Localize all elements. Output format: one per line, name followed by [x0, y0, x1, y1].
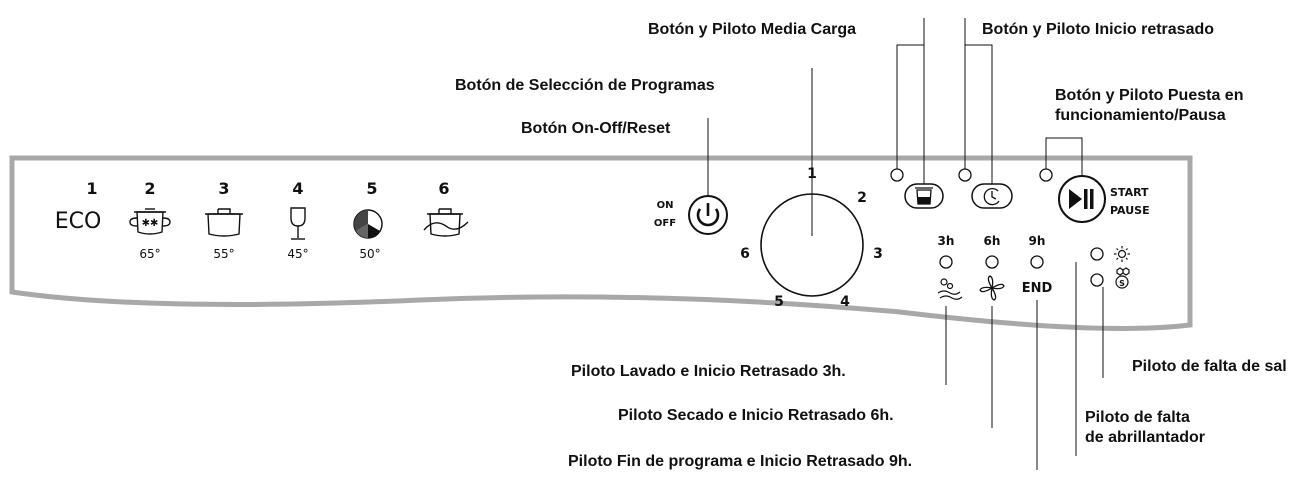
- delay-3h-label: 3h: [938, 234, 955, 248]
- pause-label: PAUSE: [1110, 204, 1150, 217]
- rinse-aid-pilot: [1090, 247, 1104, 261]
- callout-falta-abrillantador: Piloto de falta de abrillantador: [1085, 408, 1285, 448]
- wash-icon: [937, 278, 963, 300]
- end-pilot: [1030, 255, 1044, 269]
- delay-start-pilot: [958, 168, 972, 182]
- half-clock-icon: [353, 209, 383, 239]
- half-load-button[interactable]: [904, 183, 944, 209]
- callout-seleccion-programas: Botón de Selección de Programas: [455, 77, 715, 94]
- pot-normal-icon: [205, 208, 243, 237]
- delay-6h-label: 6h: [984, 234, 1001, 248]
- power-icon: [696, 208, 720, 227]
- callout-on-off-reset: Botón On-Off/Reset: [521, 120, 671, 137]
- callout-puesta-line1: Botón y Piloto Puesta en: [1055, 87, 1244, 104]
- on-off-button[interactable]: [688, 195, 728, 235]
- callout-falta-sal: Piloto de falta de sal: [1132, 358, 1287, 375]
- dial-number-4: 4: [840, 294, 850, 310]
- program-1-number: 1: [86, 179, 97, 198]
- end-label: END: [1022, 281, 1053, 296]
- salt-icon: [1115, 267, 1130, 289]
- callout-secado-6h: Piloto Secado e Inicio Retrasado 6h.: [618, 407, 894, 424]
- salt-pilot: [1090, 273, 1104, 287]
- play-pause-icon: [1069, 189, 1094, 209]
- dial-number-6: 6: [740, 246, 750, 262]
- start-pause-pilot: [1039, 168, 1053, 182]
- program-6-number: 6: [438, 179, 449, 198]
- fan-icon: [979, 275, 1005, 301]
- delay-start-button[interactable]: [971, 183, 1013, 209]
- callout-media-carga: Botón y Piloto Media Carga: [648, 21, 857, 38]
- callout-lavado-3h: Piloto Lavado e Inicio Retrasado 3h.: [571, 363, 846, 380]
- program-4-number: 4: [292, 179, 303, 198]
- sun-icon: [1114, 246, 1130, 262]
- callout-puesta-funcionamiento: Botón y Piloto Puesta en funcionamiento/…: [1055, 86, 1305, 126]
- on-label: ON: [657, 200, 674, 211]
- pot-rinse-icon: [423, 208, 469, 237]
- dial-number-2: 2: [857, 190, 867, 206]
- half-load-icon: [915, 187, 933, 205]
- program-2-number: 2: [144, 179, 155, 198]
- pot-intensive-icon: ✱✱: [129, 208, 171, 235]
- dial-number-3: 3: [873, 246, 883, 262]
- program-3-temp: 55°: [213, 247, 234, 261]
- dry-pilot: [985, 255, 999, 269]
- callout-inicio-retrasado: Botón y Piloto Inicio retrasado: [982, 21, 1215, 38]
- program-2-temp: 65°: [139, 247, 160, 261]
- clock-icon: [983, 187, 1000, 206]
- callout-fin-programa-9h: Piloto Fin de programa e Inicio Retrasad…: [568, 453, 913, 470]
- dial-number-5: 5: [774, 294, 784, 310]
- program-3-number: 3: [218, 179, 229, 198]
- program-eco-label: ECO: [55, 209, 102, 234]
- callout-lines: [707, 18, 1104, 470]
- svg-text:✱✱: ✱✱: [142, 218, 159, 229]
- panel-outline: [9, 155, 1193, 331]
- off-label: OFF: [654, 218, 676, 229]
- wash-pilot: [939, 255, 953, 269]
- salt-badge-letter: S: [1119, 279, 1125, 288]
- start-pause-button[interactable]: [1058, 175, 1106, 223]
- wine-glass-icon: [290, 207, 306, 240]
- program-4-temp: 45°: [287, 247, 308, 261]
- program-5-temp: 50°: [359, 247, 380, 261]
- callout-abrillantador-line1: Piloto de falta: [1085, 409, 1190, 426]
- delay-9h-label: 9h: [1029, 234, 1046, 248]
- start-label: START: [1110, 186, 1149, 199]
- program-5-number: 5: [366, 179, 377, 198]
- half-load-pilot: [890, 168, 904, 182]
- callout-abrillantador-line2: de abrillantador: [1085, 429, 1206, 446]
- callout-puesta-line2: funcionamiento/Pausa: [1055, 107, 1226, 124]
